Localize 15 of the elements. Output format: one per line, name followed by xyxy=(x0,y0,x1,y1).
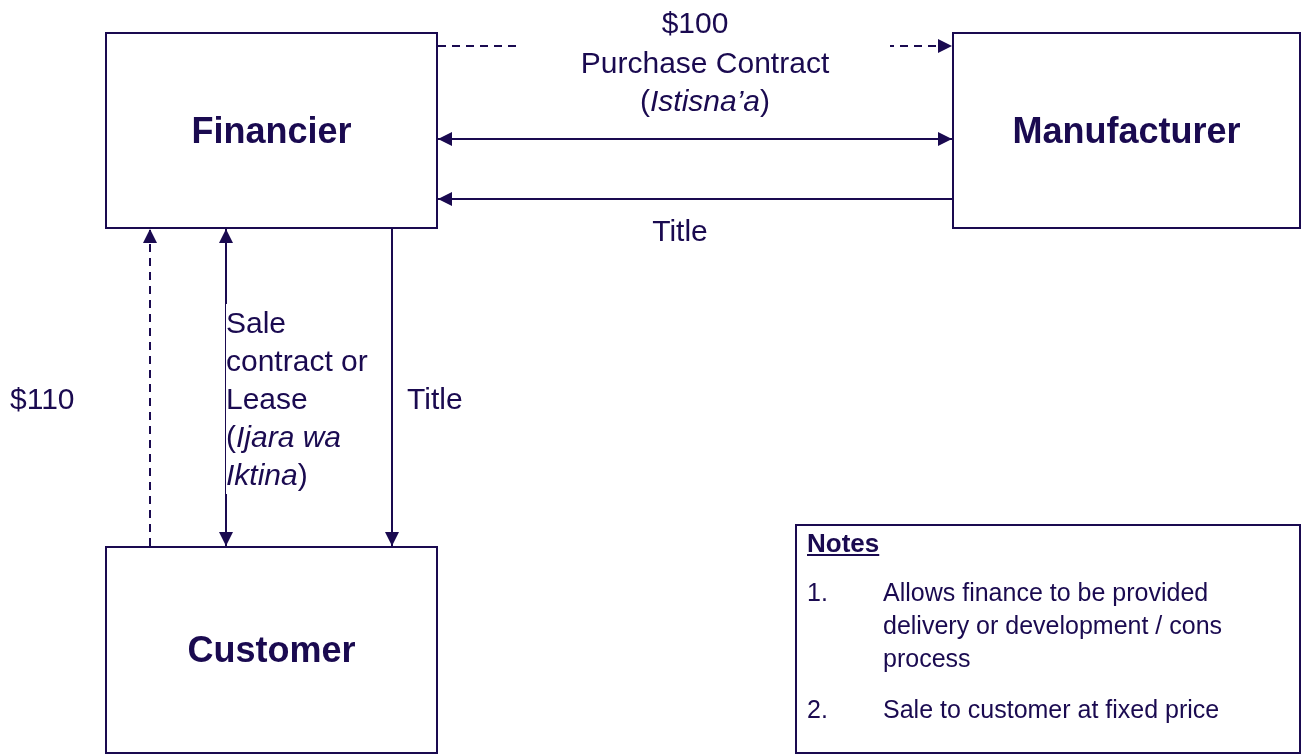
arrow xyxy=(437,132,953,146)
party-box: Customer xyxy=(105,546,438,754)
list-number: 2. xyxy=(807,694,829,725)
arrow xyxy=(219,228,233,547)
note-text: Allows finance to be provided delivery or development / cons process xyxy=(883,577,1224,674)
arrow xyxy=(385,228,399,547)
list-number: 1. xyxy=(807,577,829,608)
note-text: Sale to customer at fixed price xyxy=(883,694,1221,725)
party-box: Financier xyxy=(105,32,438,229)
notes-heading: Notes xyxy=(807,528,880,558)
arrow xyxy=(143,228,157,547)
edge-label: Purchase Contract (Istisna’a) xyxy=(520,44,890,120)
party-box: Manufacturer xyxy=(952,32,1301,229)
arrow xyxy=(437,192,953,206)
notes-box xyxy=(795,524,1301,754)
